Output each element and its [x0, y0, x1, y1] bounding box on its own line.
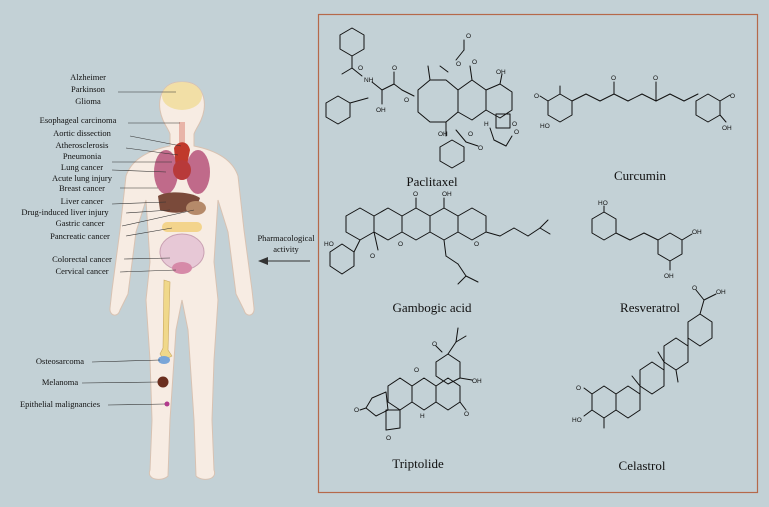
disease-label: Aortic dissection: [53, 128, 112, 138]
curcumin-structure: [539, 81, 731, 123]
atom-label: OH: [442, 191, 452, 198]
human-body: [109, 81, 255, 480]
triptolide-structure: [359, 327, 473, 431]
atom-label: OH: [438, 131, 448, 138]
arrow-head: [258, 257, 268, 265]
disease-label: Acute lung injury: [52, 173, 113, 183]
atom-label: H: [484, 121, 489, 128]
arrow-label-line-2: activity: [273, 244, 299, 254]
disease-label: Alzheimer: [70, 72, 106, 82]
compound-name-curcumin: Curcumin: [614, 168, 666, 183]
disease-label: Pancreatic cancer: [50, 231, 110, 241]
epithelial-spot: [164, 401, 170, 407]
brain: [162, 82, 202, 110]
atom-label: HO: [324, 241, 334, 248]
atom-label: HO: [572, 417, 582, 424]
disease-label: Osteosarcoma: [36, 356, 84, 366]
paclitaxel-structure: [325, 27, 513, 169]
disease-label: Pneumonia: [63, 151, 101, 161]
atom-label: O: [730, 93, 735, 100]
right-lung: [186, 150, 210, 194]
paclitaxel-atoms: NH O O OH O O O O OH OH H O O O O: [358, 33, 519, 152]
atom-label: NH: [364, 77, 374, 84]
atom-label: O: [611, 75, 616, 82]
atom-label: O: [512, 121, 517, 128]
atom-label: O: [692, 285, 697, 292]
disease-label: Lung cancer: [61, 162, 103, 172]
disease-label: Parkinson: [71, 84, 106, 94]
disease-label: Drug-induced liver injury: [21, 207, 109, 217]
compound-frame: [317, 13, 759, 494]
atom-label: OH: [716, 289, 726, 296]
leader-lines: [81, 91, 195, 406]
atom-label: OH: [376, 107, 386, 114]
atom-label: O: [466, 33, 471, 40]
curcumin-atoms: O HO O O O OH: [534, 75, 735, 132]
disease-label: Glioma: [75, 96, 101, 106]
gambogic-acid-atoms: O OH O O O HO: [324, 191, 479, 260]
disease-label: Breast cancer: [59, 183, 105, 193]
atom-label: HO: [540, 123, 550, 130]
cervix: [172, 262, 192, 274]
disease-label: Esophageal carcinoma: [40, 115, 117, 125]
knee-joint: [158, 356, 170, 364]
body-silhouette: [109, 81, 255, 480]
compound-name-gambogic-acid: Gambogic acid: [392, 300, 472, 315]
atom-label: O: [386, 435, 391, 442]
atom-label: O: [413, 191, 418, 198]
gambogic-acid-structure: [329, 197, 551, 285]
atom-label: OH: [496, 69, 506, 76]
atom-label: O: [456, 61, 461, 68]
celastrol-structure: [583, 289, 717, 429]
compound-name-resveratrol: Resveratrol: [620, 300, 680, 315]
compound-name-paclitaxel: Paclitaxel: [406, 174, 458, 189]
arrow-label-line-1: Pharmacological: [257, 233, 315, 243]
atom-label: H: [420, 413, 425, 420]
atom-label: O: [472, 59, 477, 66]
atom-label: O: [358, 65, 363, 72]
atom-label: O: [354, 407, 359, 414]
compound-name-triptolide: Triptolide: [392, 456, 444, 471]
atom-label: O: [468, 131, 473, 138]
disease-label: Gastric cancer: [56, 218, 105, 228]
disease-label: Melanoma: [42, 377, 79, 387]
atom-label: O: [398, 241, 403, 248]
atom-label: O: [432, 341, 437, 348]
disease-label: Atherosclerosis: [56, 140, 109, 150]
atom-label: O: [404, 97, 409, 104]
heart: [173, 160, 191, 180]
atom-label: O: [514, 129, 519, 136]
disease-label: Cervical cancer: [55, 266, 108, 276]
atom-label: O: [474, 241, 479, 248]
melanoma-spot: [157, 376, 169, 388]
atom-label: O: [534, 93, 539, 100]
disease-label: Liver cancer: [61, 196, 104, 206]
atom-label: O: [414, 367, 419, 374]
disease-label: Colorectal cancer: [52, 254, 112, 264]
atom-label: O: [478, 145, 483, 152]
atom-label: OH: [692, 229, 702, 236]
triptolide-atoms: O OH O O O O H: [354, 341, 482, 442]
stomach: [186, 201, 206, 215]
esophagus: [179, 122, 185, 150]
pancreas: [162, 222, 202, 232]
resveratrol-structure: [591, 205, 693, 271]
atom-label: OH: [472, 378, 482, 385]
celastrol-atoms: O HO OH O: [572, 285, 726, 424]
atom-label: O: [392, 65, 397, 72]
disease-label: Epithelial malignancies: [20, 399, 100, 409]
atom-label: OH: [664, 273, 674, 280]
pharmacological-activity-arrow: Pharmacological activity: [257, 233, 315, 265]
atom-label: OH: [722, 125, 732, 132]
atom-label: O: [464, 411, 469, 418]
atom-label: O: [576, 385, 581, 392]
atom-label: HO: [598, 200, 608, 207]
atom-label: O: [653, 75, 658, 82]
compound-name-celastrol: Celastrol: [619, 458, 666, 473]
disease-labels: Alzheimer Parkinson Glioma Esophageal ca…: [20, 72, 117, 409]
atom-label: O: [370, 253, 375, 260]
resveratrol-atoms: HO OH OH: [598, 200, 702, 280]
